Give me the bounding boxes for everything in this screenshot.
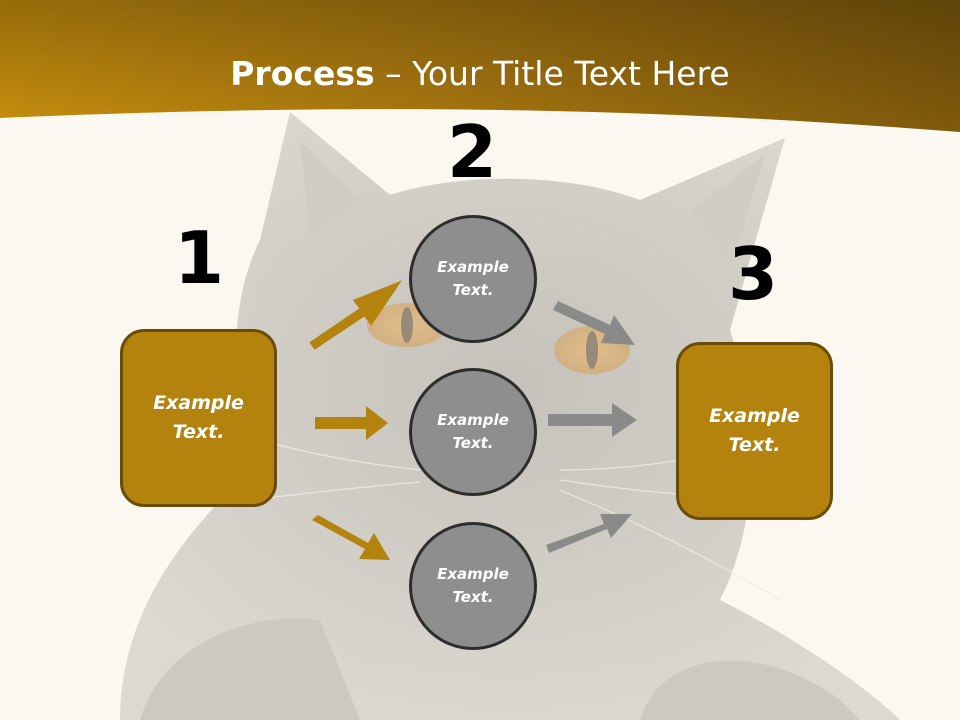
left-box-text: Example Text. bbox=[153, 392, 244, 443]
arrow-bottom-to-right bbox=[546, 514, 632, 553]
arrow-left-to-middle bbox=[315, 406, 388, 440]
arrow-left-to-top bbox=[309, 280, 402, 350]
arrow-left-to-bottom bbox=[312, 515, 390, 560]
right-box-text: Example Text. bbox=[709, 405, 800, 456]
step-number-3: 3 bbox=[727, 232, 779, 316]
arrow-middle-to-right bbox=[548, 403, 637, 437]
step-number-2: 2 bbox=[446, 110, 498, 194]
circle-middle-text: Example Text. bbox=[437, 411, 509, 452]
right-box: Example Text. bbox=[676, 342, 833, 520]
circle-top: Example Text. bbox=[409, 215, 537, 343]
step-number-1: 1 bbox=[173, 216, 225, 300]
title-rest: – Your Title Text Here bbox=[374, 54, 730, 93]
arrow-top-to-right bbox=[553, 301, 635, 345]
left-box: Example Text. bbox=[120, 329, 277, 507]
circle-bottom: Example Text. bbox=[409, 522, 537, 650]
title-bold: Process bbox=[230, 54, 375, 93]
circle-middle: Example Text. bbox=[409, 368, 537, 496]
page-title: Process – Your Title Text Here bbox=[0, 52, 960, 96]
circle-bottom-text: Example Text. bbox=[437, 565, 509, 606]
circle-top-text: Example Text. bbox=[437, 258, 509, 299]
